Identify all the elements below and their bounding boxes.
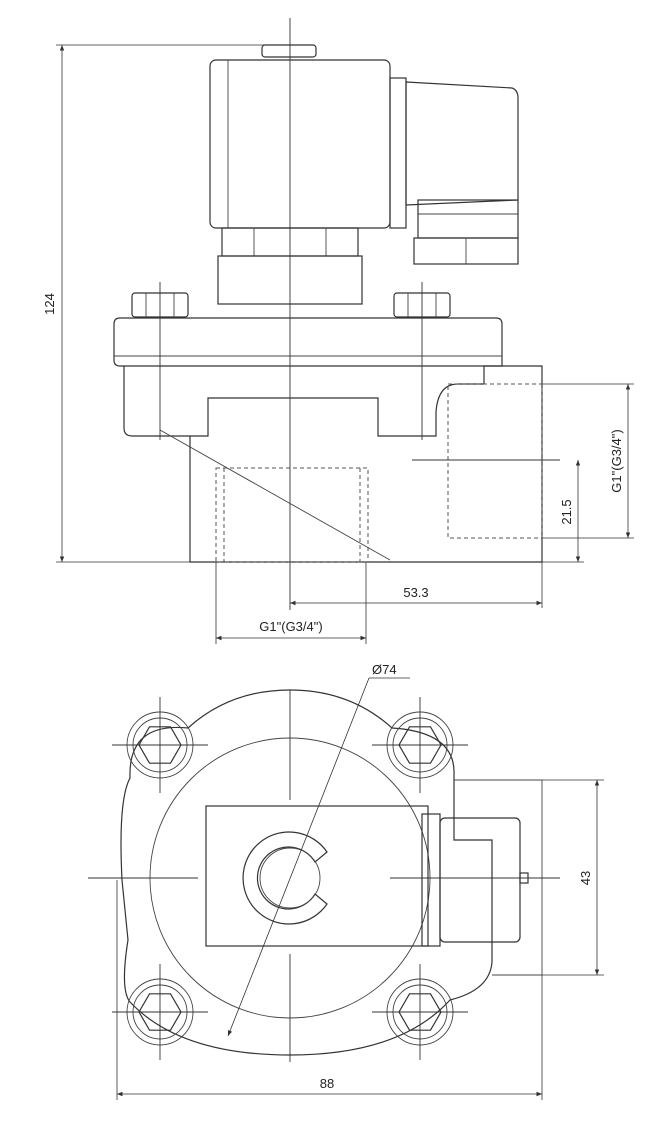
- bonnet-plate: [113, 317, 503, 367]
- coil-plan: [205, 779, 543, 976]
- center-ring: [242, 831, 328, 925]
- dim-label-port-right: G1"(G3/4"): [609, 429, 624, 492]
- flange-outline: [120, 689, 493, 1056]
- dimension-height-overall: [56, 44, 268, 563]
- dimension-port-right: [542, 383, 634, 539]
- connector-plug: [389, 77, 519, 265]
- dimension-diameter: [227, 677, 410, 1037]
- dimension-overall-width: [116, 880, 543, 1100]
- dimension-port-bottom: [215, 562, 367, 644]
- side-view: 124 G1"(G3/4") 21.5 53.3 G1"(G3/4"): [42, 18, 634, 644]
- coil-housing: [209, 44, 391, 229]
- top-view: Ø74 43 88: [88, 662, 604, 1100]
- dimension-port-height: [542, 460, 584, 563]
- top-centerlines: [88, 690, 560, 1062]
- dim-label-diameter: Ø74: [372, 662, 397, 677]
- dimension-offset-width: [290, 562, 543, 608]
- dim-label-21-5: 21.5: [559, 499, 574, 524]
- dim-label-53-3: 53.3: [403, 585, 428, 600]
- dim-label-43: 43: [578, 871, 593, 885]
- dim-label-88: 88: [320, 1076, 334, 1091]
- dim-label-124: 124: [42, 293, 57, 315]
- dim-label-port-bottom: G1"(G3/4"): [259, 619, 322, 634]
- dimension-coil-width: [542, 779, 604, 976]
- valve-body: [123, 365, 543, 563]
